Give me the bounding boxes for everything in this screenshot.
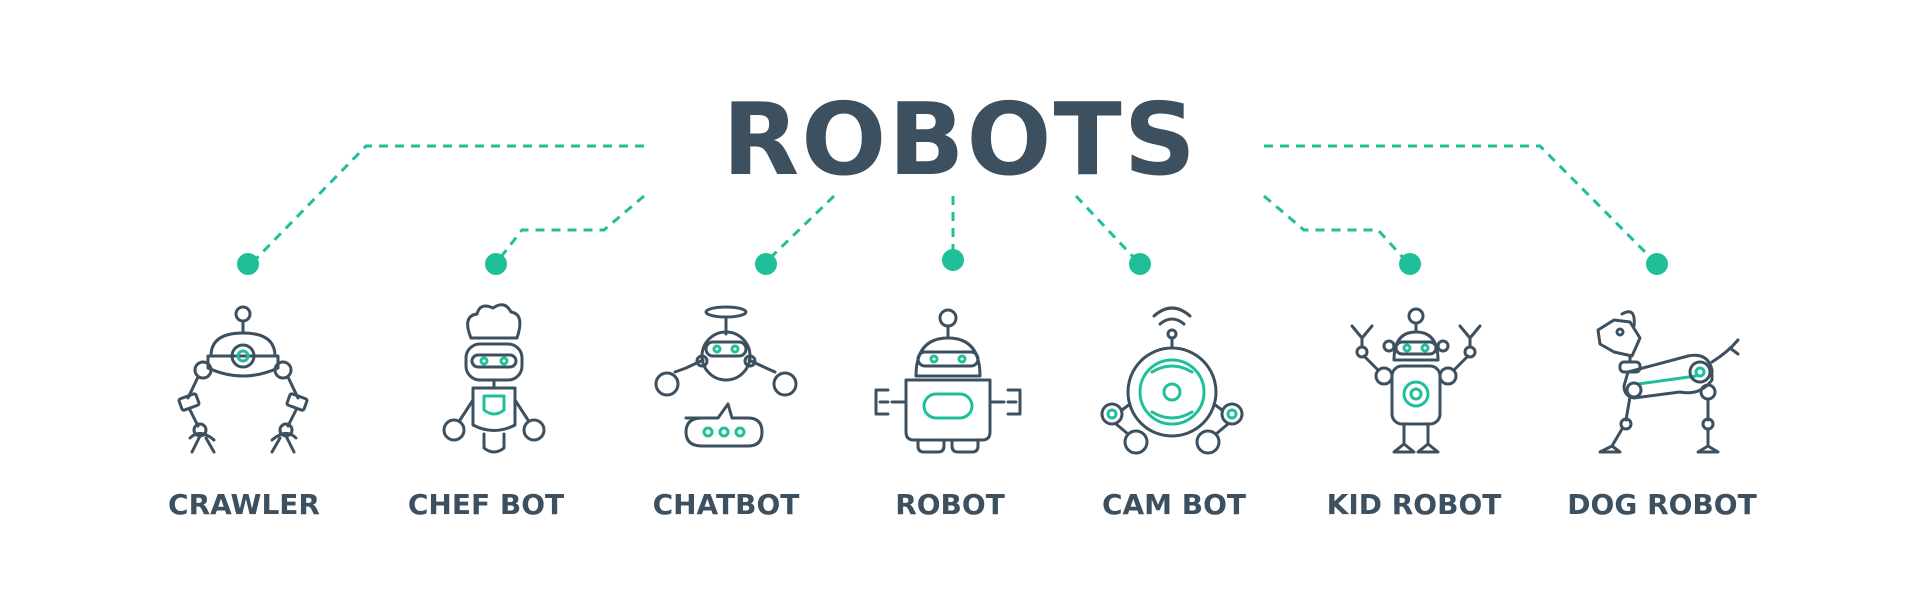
label-dog-robot: DOG ROBOT (1567, 488, 1757, 521)
connector-lines (251, 144, 1657, 264)
dot-chatbot (755, 253, 777, 275)
dot-chef-bot (485, 253, 507, 275)
dot-kid-robot (1399, 253, 1421, 275)
connector-chef-bot (495, 194, 645, 263)
kid-robot-icon (1350, 307, 1482, 454)
connector-crawler (251, 144, 644, 264)
dog-robot-icon (1596, 310, 1740, 454)
robot-icon (874, 308, 1022, 454)
cam-bot-icon (1100, 306, 1244, 455)
label-chef-bot: CHEF BOT (407, 488, 565, 521)
chatbot-icon (654, 305, 798, 448)
dot-robot (942, 249, 964, 271)
dot-cam-bot (1129, 253, 1151, 275)
label-chatbot: CHATBOT (652, 488, 800, 521)
label-crawler: CRAWLER (168, 488, 320, 521)
chef-bot-icon (442, 303, 546, 454)
connector-kid-robot (1263, 194, 1409, 264)
label-cam-bot: CAM BOT (1101, 488, 1247, 521)
label-kid-robot: KID ROBOT (1326, 488, 1502, 521)
connector-chatbot (764, 194, 836, 264)
dot-crawler (237, 253, 259, 275)
banner-title: ROBOTS (722, 81, 1198, 198)
crawler-robot-icon (177, 305, 309, 454)
connector-dots (237, 249, 1668, 275)
dot-dog-robot (1646, 253, 1668, 275)
connector-dog-robot (1264, 144, 1657, 264)
label-robot: ROBOT (895, 488, 1005, 521)
connector-cam-bot (1074, 194, 1140, 264)
